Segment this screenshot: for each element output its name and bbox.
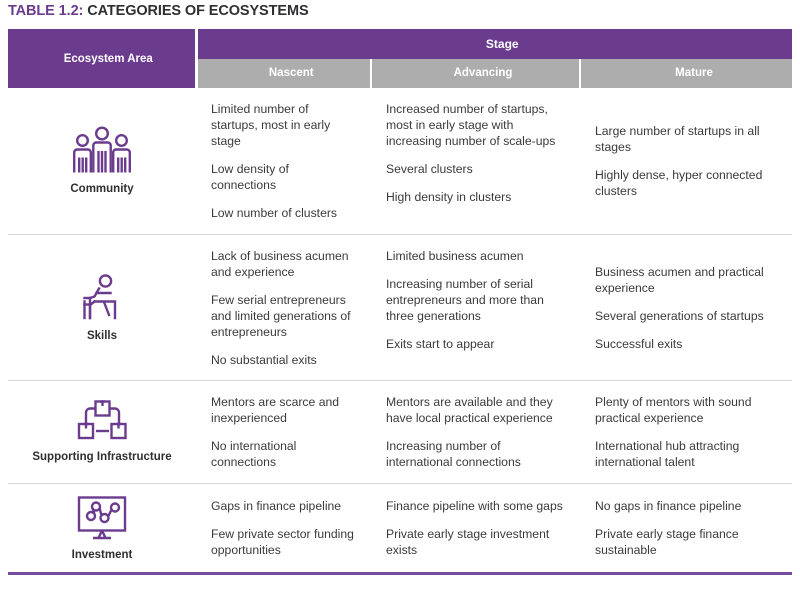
bullet: Large number of startups in all stages [595,124,760,155]
bullet: Business acumen and practical experience [595,264,764,295]
bullet: Several generations of startups [595,308,764,323]
bullet: Gaps in finance pipeline [211,499,342,514]
bullet: Mentors are scarce and inexperienced [211,395,340,426]
page-title: TABLE 1.2: CATEGORIES OF ECOSYSTEMS [8,3,309,19]
area-label: Community [70,183,134,196]
table-row: Investment Gaps in finance pipeline Few … [8,483,793,576]
bullet: Finance pipeline with some gaps [386,499,563,514]
bullet: Limited business acumen [386,248,524,263]
header-stage: Stage [196,29,793,59]
table-title-text: CATEGORIES OF ECOSYSTEMS [83,3,309,19]
cell-investment-advancing: Finance pipeline with some gaps Private … [371,483,580,576]
bullet: Several clusters [386,162,473,177]
cell-investment-nascent: Gaps in finance pipeline Few private sec… [196,483,371,576]
area-label: Skills [86,329,118,342]
table-header: Ecosystem Area Stage Nascent Advancing M… [8,29,793,88]
table-row: Supporting Infrastructure Mentors are sc… [8,380,793,484]
table-number: TABLE 1.2: [8,3,84,19]
three-people-icon [14,124,190,176]
bullet: No substantial exits [211,353,317,368]
bullet: Low density of connections [211,162,289,193]
header-stage-advancing: Advancing [371,59,581,88]
bullet: Successful exits [595,336,683,351]
person-at-desk-icon [14,271,190,323]
cell-community-mature: Large number of startups in all stages H… [580,88,793,235]
bullet: International hub attracting internation… [595,439,740,470]
cell-investment-mature: No gaps in finance pipeline Private earl… [580,483,793,576]
monitor-chart-icon [14,494,190,542]
bullet: Increasing number of international conne… [386,439,521,470]
header-row-stages: Nascent Advancing Mature [8,59,793,88]
bullet: Increasing number of serial entrepreneur… [386,276,544,323]
cell-skills-mature: Business acumen and practical experience… [580,234,793,382]
bullet: Plenty of mentors with sound practical e… [595,395,752,426]
bullet: No gaps in finance pipeline [595,499,742,514]
header-row-stage: Ecosystem Area Stage [8,29,793,88]
header-ecosystem-area: Ecosystem Area [8,29,198,88]
bullet: High density in clusters [386,190,512,205]
row-area-skills: Skills [8,234,196,382]
header-stage-nascent: Nascent [196,59,372,88]
cell-community-advancing: Increased number of startups, most in ea… [371,88,580,235]
bullet: No international connections [211,439,297,470]
table-row: Skills Lack of business acumen and exper… [8,234,793,382]
row-area-investment: Investment [8,483,196,576]
cell-skills-nascent: Lack of business acumen and experience F… [196,234,371,382]
area-label: Investment [71,548,133,561]
row-area-supporting-infrastructure: Supporting Infrastructure [8,380,196,484]
bullet: Private early stage investment exists [386,527,550,558]
cell-skills-advancing: Limited business acumen Increasing numbe… [371,234,580,382]
cell-community-nascent: Limited number of startups, most in earl… [196,88,371,235]
network-boxes-icon [14,398,190,444]
row-area-community: Community [8,88,196,235]
header-stage-mature: Mature [580,59,793,88]
bullet: Lack of business acumen and experience [211,248,349,279]
area-label: Supporting Infrastructure [32,451,172,464]
table-body: Community Limited number of startups, mo… [8,88,793,576]
bullet: Exits start to appear [386,336,495,351]
bullet: Few serial entrepreneurs and limited gen… [211,292,351,339]
cell-infrastructure-nascent: Mentors are scarce and inexperienced No … [196,380,371,484]
bullet: Private early stage finance sustainable [595,527,739,558]
bullet: Limited number of startups, most in earl… [211,102,331,149]
cell-infrastructure-advancing: Mentors are available and they have loca… [371,380,580,484]
ecosystem-categories-table: Ecosystem Area Stage Nascent Advancing M… [8,29,793,576]
bullet: Highly dense, hyper connected clusters [595,168,763,199]
table-row: Community Limited number of startups, mo… [8,88,793,235]
cell-infrastructure-mature: Plenty of mentors with sound practical e… [580,380,793,484]
bullet: Mentors are available and they have loca… [386,395,553,426]
bullet: Increased number of startups, most in ea… [386,102,556,149]
bullet: Low number of clusters [211,206,337,221]
bullet: Few private sector funding opportunities [211,527,354,558]
